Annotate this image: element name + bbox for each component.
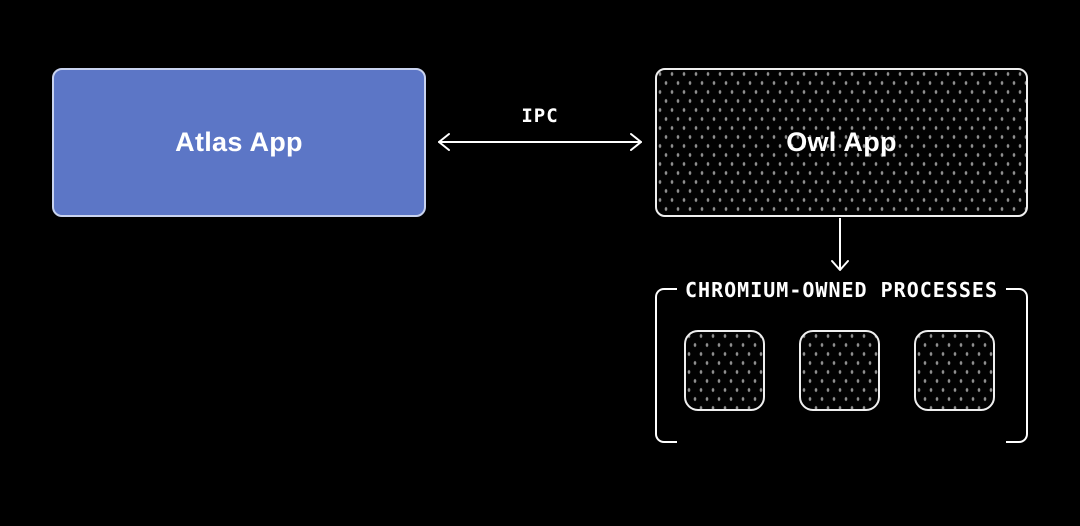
ipc-label: IPC [521,105,559,127]
owl-app-node: Owl App [655,68,1028,217]
bracket-left [655,288,677,443]
process-box [799,330,880,411]
process-box [914,330,995,411]
bracket-right [1006,288,1028,443]
atlas-app-label: Atlas App [175,127,303,157]
process-group-label: CHROMIUM-OWNED PROCESSES [685,278,998,302]
owl-app-label: Owl App [786,127,897,157]
process-boxes [684,330,995,411]
process-box [684,330,765,411]
owl-to-processes-arrow-icon [831,218,849,271]
atlas-app-node: Atlas App [52,68,426,217]
ipc-bidirectional-arrow-icon [438,133,642,151]
